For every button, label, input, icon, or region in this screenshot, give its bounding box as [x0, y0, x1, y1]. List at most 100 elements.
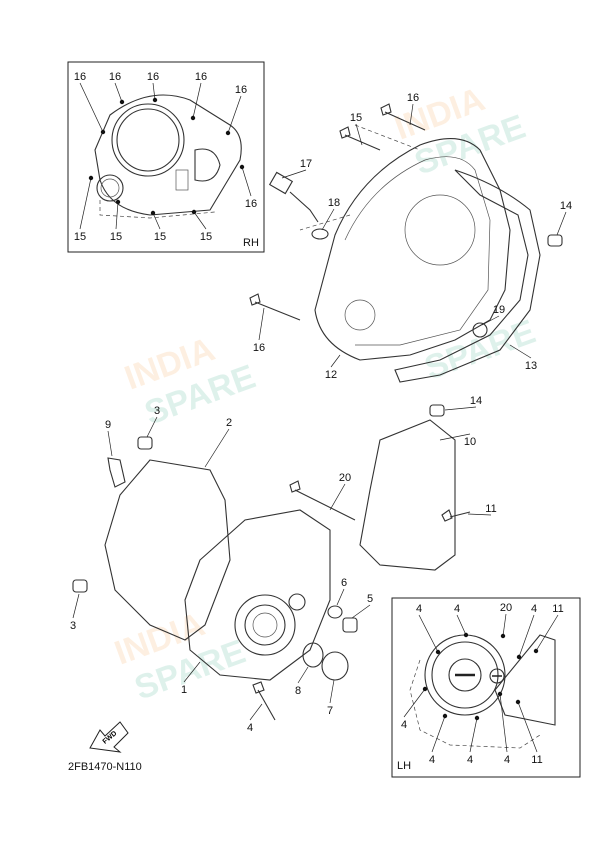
- leader-line: [481, 315, 500, 326]
- lh-inset: [391, 597, 581, 778]
- part-callout-13: 13: [525, 360, 537, 372]
- leader-line: [321, 208, 335, 231]
- leader-line: [409, 103, 414, 126]
- part-callout-3: 3: [70, 620, 76, 632]
- leader-line: [79, 82, 104, 133]
- leader-line: [444, 406, 477, 411]
- part-14-dowel: [547, 234, 563, 247]
- leader-line: [439, 433, 471, 441]
- part-13-gasket: [394, 169, 541, 383]
- part-6-o-ring: [327, 605, 343, 619]
- part-7-plug: [321, 651, 349, 681]
- part-callout-15: 15: [200, 231, 212, 243]
- part-callout-4: 4: [504, 754, 510, 766]
- bolt-location-dot: [442, 713, 448, 719]
- part-3-dowel: [72, 579, 88, 593]
- leader-line: [509, 344, 532, 359]
- part-callout-15: 15: [350, 112, 362, 124]
- rh-inset: [67, 61, 265, 253]
- bolts: [249, 103, 471, 721]
- part-callout-3: 3: [154, 405, 160, 417]
- part-callout-4: 4: [247, 722, 253, 734]
- leader-line: [330, 354, 341, 368]
- part-callout-4: 4: [429, 754, 435, 766]
- diagram-code: 2FB1470-N110: [68, 761, 142, 773]
- lh-side-label: LH: [397, 760, 411, 772]
- part-10-sprocket-cover: [359, 419, 456, 571]
- part-14-dowel: [429, 404, 445, 417]
- part-callout-16: 16: [74, 71, 86, 83]
- part-callout-16: 16: [245, 198, 257, 210]
- part-callout-15: 15: [110, 231, 122, 243]
- bolt-location-dot: [191, 209, 197, 215]
- leader-line: [518, 614, 535, 658]
- part-callout-4: 4: [454, 603, 460, 615]
- part-callout-7: 7: [327, 705, 333, 717]
- bolt-location-dot: [474, 715, 480, 721]
- part-callout-20: 20: [500, 602, 512, 614]
- leader-line: [241, 166, 252, 197]
- bolt-location-dot: [152, 97, 158, 103]
- part-callout-9: 9: [105, 419, 111, 431]
- leader-line: [499, 693, 508, 753]
- leader-lines: [72, 82, 567, 753]
- leader-line: [258, 307, 265, 341]
- leader-line: [107, 430, 113, 457]
- part-callout-5: 5: [367, 593, 373, 605]
- part-2-gasket: [104, 459, 231, 641]
- part-callout-11: 11: [531, 754, 542, 766]
- leader-line: [204, 428, 230, 468]
- leader-line: [227, 95, 242, 134]
- leader-line: [469, 717, 478, 753]
- part-callout-20: 20: [339, 472, 351, 484]
- leader-line: [152, 82, 156, 101]
- part-19-plug: [472, 322, 488, 338]
- leader-line: [193, 211, 207, 230]
- bolt-location-dot: [463, 632, 469, 638]
- bolt-location-dot: [533, 648, 539, 654]
- leader-line: [517, 701, 538, 753]
- part-callout-12: 12: [325, 369, 337, 381]
- part-callout-16: 16: [195, 71, 207, 83]
- leader-line: [152, 212, 161, 230]
- part-callout-1: 1: [181, 684, 187, 696]
- part-12-crankcase-cover: [299, 124, 511, 361]
- bolt-location-dot: [497, 691, 503, 697]
- leader-line: [355, 123, 363, 146]
- leader-line: [556, 211, 567, 236]
- part-callout-4: 4: [531, 603, 537, 615]
- leader-line: [336, 588, 345, 606]
- part-callout-2: 2: [226, 417, 232, 429]
- rh-side-label: RH: [243, 237, 259, 249]
- leader-line: [431, 715, 446, 753]
- bolt-location-dot: [225, 130, 231, 136]
- part-callout-16: 16: [253, 342, 265, 354]
- leader-line: [79, 177, 92, 230]
- part-18-o-ring: [311, 228, 329, 240]
- part-callout-15: 15: [74, 231, 86, 243]
- leader-line: [403, 688, 426, 718]
- leader-line: [502, 613, 507, 637]
- watermark-logo: INDIA SPARE INDIA SPARE INDIA SPARE SPAR…: [110, 80, 541, 707]
- part-callout-19: 19: [493, 304, 505, 316]
- part-3-dowel: [137, 436, 153, 450]
- part-9-clip: [107, 457, 126, 488]
- part-callout-4: 4: [416, 603, 422, 615]
- leader-line: [249, 703, 263, 721]
- leader-line: [418, 614, 439, 653]
- leader-line: [115, 201, 119, 230]
- leader-line: [192, 82, 202, 119]
- bolt-location-dot: [422, 686, 428, 692]
- fwd-arrow-icon: FWD: [89, 721, 129, 753]
- part-callout-4: 4: [467, 754, 473, 766]
- part-17-sensor: [268, 171, 319, 223]
- part-callout-4: 4: [401, 719, 407, 731]
- part-callout-16: 16: [235, 84, 247, 96]
- leader-line: [183, 661, 201, 683]
- part-callout-16: 16: [147, 71, 159, 83]
- part-callout-14: 14: [470, 395, 482, 407]
- part-callout-16: 16: [109, 71, 121, 83]
- bolt-location-dot: [119, 99, 125, 105]
- bolt-location-dot: [115, 199, 121, 205]
- part-callout-16: 16: [407, 92, 419, 104]
